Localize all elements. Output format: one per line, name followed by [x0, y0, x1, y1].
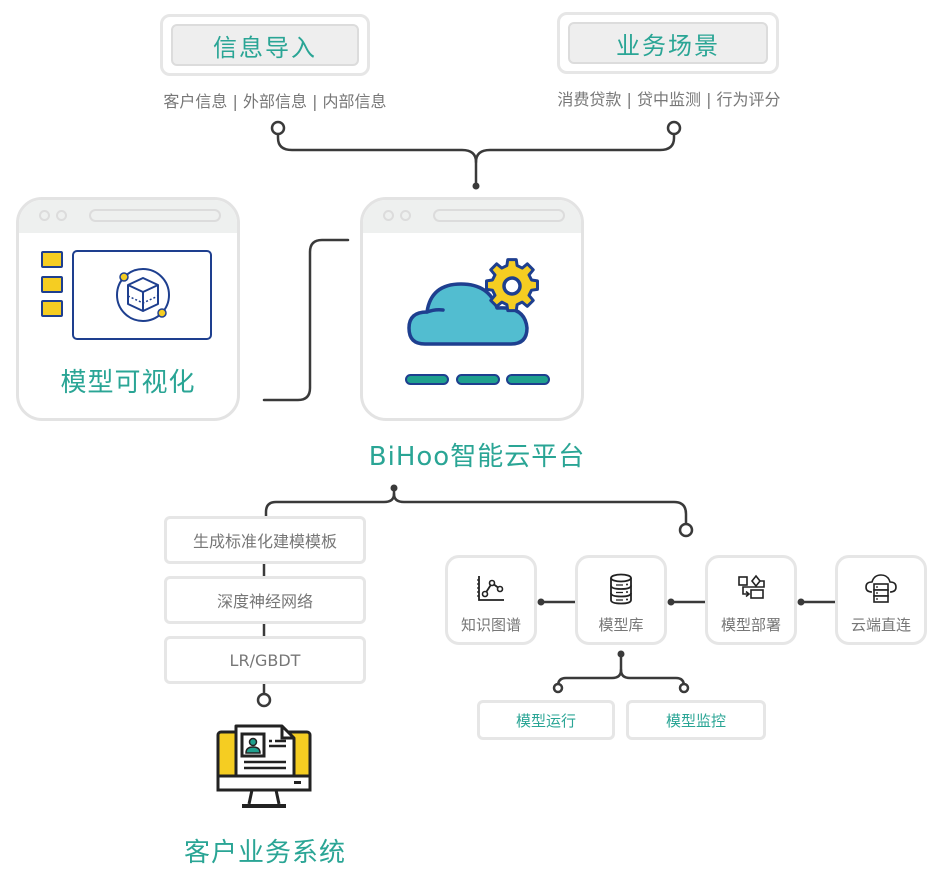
info-import-title: 信息导入 — [171, 24, 359, 66]
business-scene-caption: 消费贷款 | 贷中监测 | 行为评分 — [557, 90, 781, 109]
node-platform-top — [472, 182, 480, 190]
node-top-left — [270, 120, 286, 136]
module-label: 模型库 — [598, 616, 644, 634]
node-mod-2b — [667, 598, 675, 606]
progress-pill — [506, 374, 550, 385]
connector-platform-right — [392, 492, 688, 526]
stack-item-lr-gbdt[interactable]: LR/GBDT — [164, 636, 366, 684]
node-platform-right — [678, 522, 694, 538]
connector-lib-left — [556, 652, 623, 688]
node-stack-bottom — [256, 692, 272, 708]
database-icon — [610, 573, 632, 605]
module-cloud-direct[interactable]: 云端直连 — [835, 555, 927, 645]
preview-frame — [72, 250, 212, 340]
monitor-document-icon — [216, 724, 312, 808]
progress-pill — [456, 374, 500, 385]
module-label: 知识图谱 — [460, 616, 521, 634]
cloud-server-icon — [865, 574, 897, 603]
platform-window[interactable] — [360, 197, 584, 421]
model-run-button[interactable]: 模型运行 — [477, 700, 615, 740]
stack-item-dnn[interactable]: 深度神经网络 — [164, 576, 366, 624]
info-import-box[interactable]: 信息导入 — [160, 14, 370, 76]
node-mod-3b — [797, 598, 805, 606]
node-platform-bottom — [390, 484, 398, 492]
module-label: 云端直连 — [850, 616, 911, 634]
connector-top-right — [474, 132, 676, 164]
cube-orbit-icon — [116, 268, 170, 322]
node-lib-left — [552, 682, 564, 694]
client-system-label: 客户业务系统 — [183, 838, 346, 868]
node-mod-1 — [537, 598, 545, 606]
connector-vis-platform — [262, 238, 350, 402]
yellow-square-icon — [41, 300, 63, 317]
node-lib-top — [617, 650, 625, 658]
business-scene-title: 业务场景 — [568, 22, 768, 64]
flow-deploy-icon — [738, 574, 765, 599]
business-scene-box[interactable]: 业务场景 — [557, 12, 779, 74]
connector-platform-left — [264, 486, 396, 518]
info-import-caption: 客户信息 | 外部信息 | 内部信息 — [163, 92, 387, 111]
node-top-right — [666, 120, 682, 136]
stack-item-template[interactable]: 生成标准化建模模板 — [164, 516, 366, 564]
module-model-library[interactable]: 模型库 — [575, 555, 667, 645]
model-monitor-button[interactable]: 模型监控 — [626, 700, 766, 740]
connector-top-left — [276, 132, 478, 187]
window-dot — [400, 210, 411, 221]
module-label: 模型部署 — [720, 616, 781, 634]
window-titlebar — [19, 200, 237, 233]
window-dot — [383, 210, 394, 221]
node-lib-right — [678, 682, 690, 694]
module-knowledge-graph[interactable]: 知识图谱 — [445, 555, 537, 645]
yellow-square-icon — [41, 251, 63, 268]
window-url-bar — [433, 209, 565, 222]
yellow-square-icon — [41, 276, 63, 293]
window-dot — [39, 210, 50, 221]
connector-lib-right — [619, 668, 686, 688]
visualization-window[interactable]: 模型可视化 — [16, 197, 240, 421]
cloud-gear-icon — [407, 258, 539, 346]
module-model-deploy[interactable]: 模型部署 — [705, 555, 797, 645]
visualization-label: 模型可视化 — [60, 368, 196, 398]
progress-pill — [405, 374, 449, 385]
chart-graph-icon — [477, 576, 504, 601]
platform-label: BiHoo智能云平台 — [368, 442, 586, 472]
window-dot — [56, 210, 67, 221]
window-titlebar — [363, 200, 581, 233]
window-url-bar — [89, 209, 221, 222]
